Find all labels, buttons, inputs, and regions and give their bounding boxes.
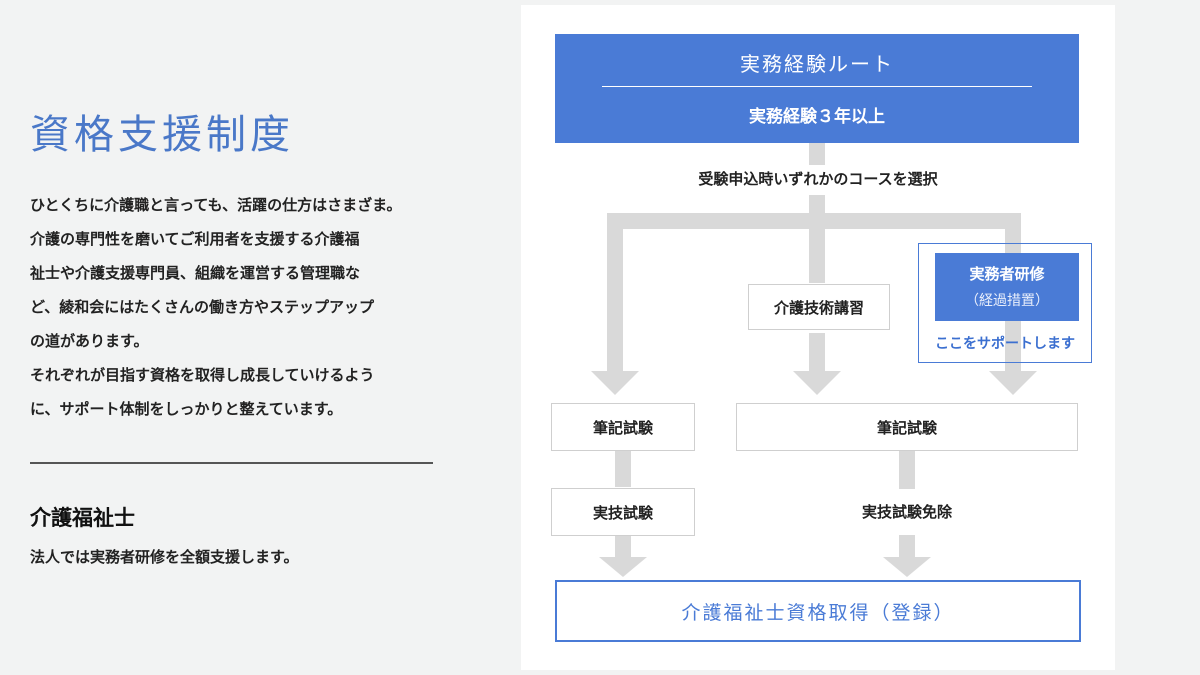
written-exam-left-box: 筆記試験	[551, 403, 695, 451]
route-title: 実務経験ルート	[740, 52, 894, 76]
intro-text: ひとくちに介護職と言っても、活躍の仕方はさまざま。 介護の専門性を磨いてご利用者…	[30, 188, 450, 426]
course-selection-label: 受験申込時いずれかのコースを選択	[698, 170, 938, 188]
arrow-left-lower	[615, 451, 631, 487]
intro-line: ど、綾和会にはたくさんの働き方やステップアップ	[30, 298, 374, 316]
qualification-result-box: 介護福祉士資格取得（登録）	[555, 580, 1081, 642]
arrow-head	[599, 557, 647, 577]
care-skill-course-box: 介護技術講習	[748, 284, 890, 330]
arrow-branch-left	[607, 213, 623, 373]
experience-route-box: 実務経験ルート 実務経験３年以上	[555, 34, 1079, 143]
route-requirement: 実務経験３年以上	[749, 107, 885, 127]
practical-exam-box: 実技試験	[551, 488, 695, 536]
arrow-head	[591, 371, 639, 395]
intro-line: に、サポート体制をしっかりと整えています。	[30, 400, 343, 418]
transitional-measure-label: （経過措置）	[965, 293, 1049, 309]
practitioner-training-label: 実務者研修	[969, 265, 1045, 283]
section-divider	[30, 462, 433, 464]
page-title: 資格支援制度	[30, 112, 294, 158]
flow-arrows	[591, 143, 1037, 577]
arrow-right-lower	[899, 535, 915, 559]
arrow-right-lower	[899, 451, 915, 489]
arrow-branch-middle	[809, 221, 825, 283]
arrow-head	[793, 371, 841, 395]
written-exam-right-box: 筆記試験	[736, 403, 1078, 451]
practical-exam-exemption-label: 実技試験免除	[861, 503, 952, 521]
arrow-left-lower	[615, 535, 631, 559]
arrow-trunk	[809, 143, 825, 165]
arrow-paths	[591, 143, 1037, 577]
arrow-head	[883, 557, 931, 577]
arrow-branch-middle	[809, 333, 825, 373]
intro-line: 祉士や介護支援専門員、組織を運営する管理職な	[30, 264, 361, 282]
intro-line: の道があります。	[30, 332, 149, 350]
support-note: ここをサポートします	[935, 336, 1075, 352]
intro-line: ひとくちに介護職と言っても、活躍の仕方はさまざま。	[30, 196, 402, 214]
practitioner-training-box: 実務者研修 （経過措置）	[935, 253, 1079, 321]
intro-line: それぞれが目指す資格を取得し成長していけるよう	[30, 366, 375, 384]
flowchart-panel: 実務経験ルート 実務経験３年以上 受験申込時いずれかのコースを選択 介護技術講習…	[521, 5, 1115, 670]
route-divider	[602, 86, 1032, 87]
subsection-description: 法人では実務者研修を全額支援します。	[30, 548, 299, 566]
subsection-title: 介護福祉士	[30, 506, 135, 530]
intro-line: 介護の専門性を磨いてご利用者を支援する介護福	[30, 230, 360, 248]
support-highlight-frame	[918, 243, 1092, 363]
arrow-head	[989, 371, 1037, 395]
